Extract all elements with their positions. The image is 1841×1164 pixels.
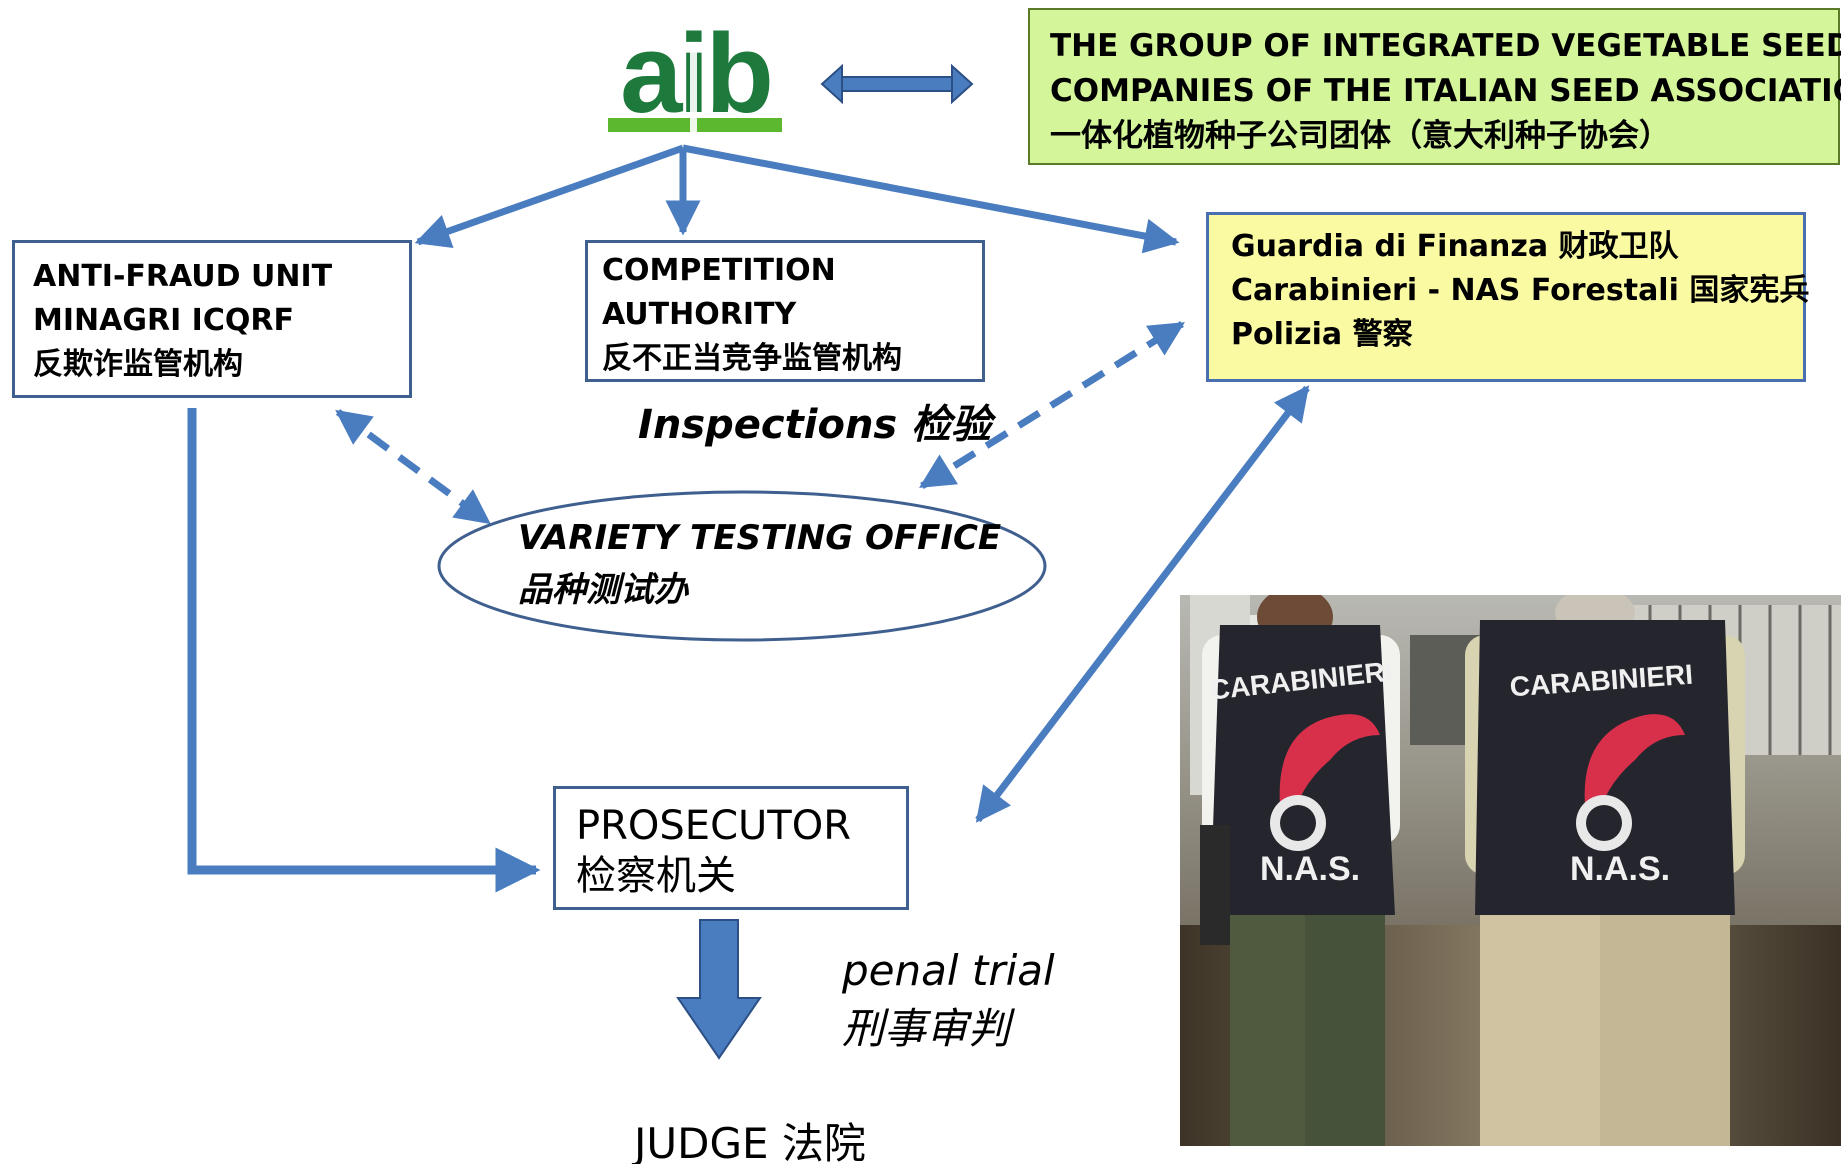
prosecutor-box: PROSECUTOR 检察机关 (553, 786, 909, 910)
competition-line-1: COMPETITION (602, 253, 836, 288)
association-line-3: 一体化植物种子公司团体（意大利种子协会） (1050, 118, 1670, 154)
competition-line-3: 反不正当竞争监管机构 (602, 341, 902, 376)
penal-line-1: penal trial (842, 946, 1055, 995)
carabinieri-photo: CARABINIERI N.A.S. CARABINIERI N.A.S. (1180, 595, 1841, 1146)
variety-testing-label: VARIETY TESTING OFFICE 品种测试办 (518, 512, 1001, 616)
association-line-1: THE GROUP OF INTEGRATED VEGETABLE SEED (1050, 28, 1841, 64)
right-officer: CARABINIERI N.A.S. (1465, 595, 1745, 1146)
anti-fraud-line-2: MINAGRI ICQRF (33, 303, 294, 338)
association-description-box: THE GROUP OF INTEGRATED VEGETABLE SEED C… (1028, 8, 1841, 165)
variety-testing-ellipse (437, 490, 1047, 642)
penal-line-2: 刑事审判 (842, 1004, 1011, 1053)
judge-label: JUDGE 法院 (634, 1119, 866, 1164)
variety-line-2: 品种测试办 (518, 570, 688, 610)
competition-line-2: AUTHORITY (602, 297, 797, 332)
penal-trial-label: penal trial 刑事审判 (842, 942, 1055, 1058)
aib-association-double-arrow (820, 63, 974, 105)
prosecutor-line-1: PROSECUTOR (576, 803, 851, 849)
double-arrow-police-prosecutor (975, 385, 1310, 823)
block-arrow-to-judge (676, 919, 762, 1060)
anti-fraud-unit-box: ANTI-FRAUD UNIT MINAGRI ICQRF 反欺诈监管机构 (12, 240, 412, 398)
left-badge-text: N.A.S. (1260, 850, 1360, 888)
arrow-aib-to-antifraud (414, 144, 685, 248)
prosecutor-line-2: 检察机关 (576, 853, 736, 899)
competition-authority-box: COMPETITION AUTHORITY 反不正当竞争监管机构 (585, 240, 985, 382)
police-line-3: Polizia 警察 (1231, 317, 1413, 352)
association-line-2: COMPANIES OF THE ITALIAN SEED ASSOCIATIO… (1050, 73, 1841, 109)
anti-fraud-line-3: 反欺诈监管机构 (33, 347, 243, 382)
dashed-arrow-antifraud-variety (335, 409, 491, 525)
police-forces-box: Guardia di Finanza 财政卫队 Carabinieri - NA… (1206, 212, 1810, 382)
left-officer: CARABINIERI N.A.S. (1200, 595, 1400, 1146)
arrow-aib-to-police (682, 144, 1180, 254)
anti-fraud-line-1: ANTI-FRAUD UNIT (33, 259, 333, 294)
police-line-1: Guardia di Finanza 财政卫队 (1231, 229, 1679, 264)
right-badge-text: N.A.S. (1570, 850, 1670, 888)
arrow-antifraud-to-prosecutor (187, 408, 541, 893)
inspections-label: Inspections 检验 (638, 402, 992, 448)
variety-line-1: VARIETY TESTING OFFICE (518, 518, 1002, 558)
aib-logo: aib (608, 11, 782, 136)
police-line-2: Carabinieri - NAS Forestali 国家宪兵 (1231, 273, 1810, 308)
